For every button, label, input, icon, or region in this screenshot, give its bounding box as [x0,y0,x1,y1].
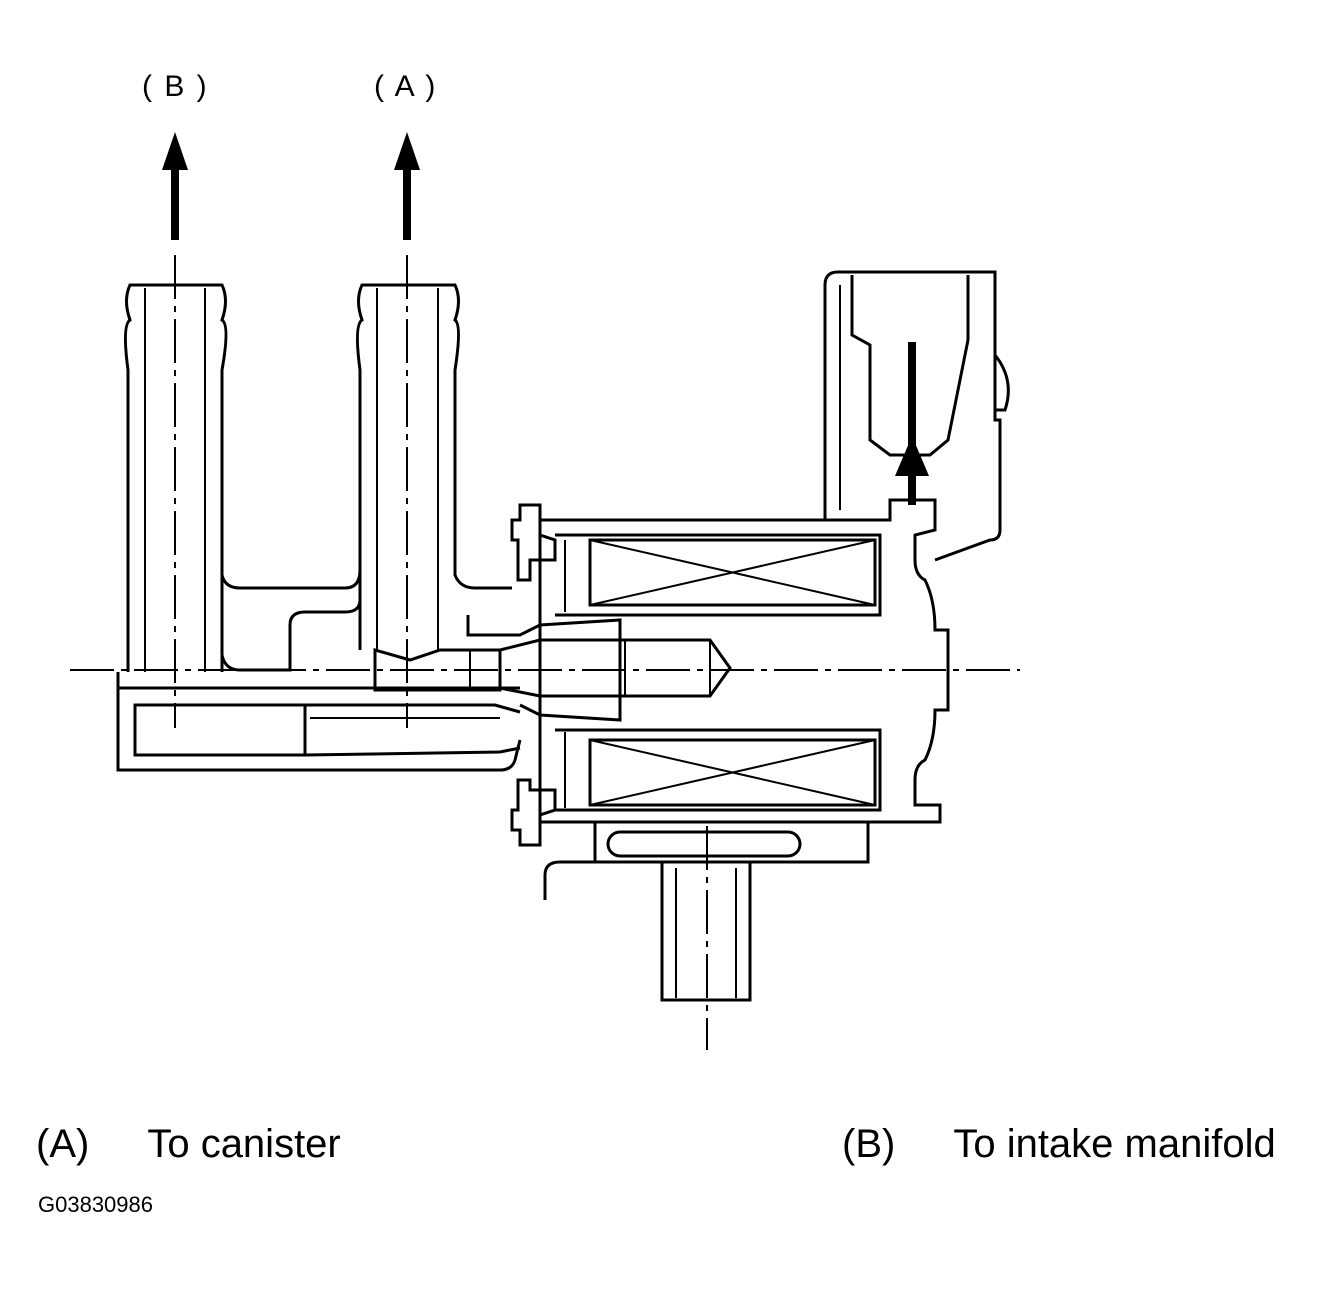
port-a-pipe [355,283,512,650]
solenoid-housing [538,498,950,824]
legend-item-a: (A) To canister [36,1122,341,1167]
plunger [499,638,732,698]
mounting-tabs [510,503,557,847]
flow-arrow-a [394,132,420,240]
center-lines [70,255,1020,1050]
valve-drawing [70,132,1020,1050]
legend-key-b: (B) [842,1122,896,1166]
electrical-connector [823,270,1010,562]
lower-passage [116,672,522,772]
legend-key-a: (A) [36,1122,90,1166]
flow-arrow-b [162,132,188,240]
port-a-label: ( A ) [374,70,438,103]
upper-coil [588,538,877,607]
bottom-port [543,822,870,1002]
figure-id: G03830986 [38,1192,153,1217]
lower-coil [588,738,877,807]
legend-text-a: To canister [147,1122,341,1166]
flow-arrow-connector [895,342,929,505]
legend-text-b: To intake manifold [953,1122,1276,1166]
u-channel [220,569,362,590]
port-b-label: ( B ) [142,70,209,103]
legend-item-b: (B) To intake manifold [842,1122,1276,1167]
purge-valve-cross-section [70,132,1020,1050]
